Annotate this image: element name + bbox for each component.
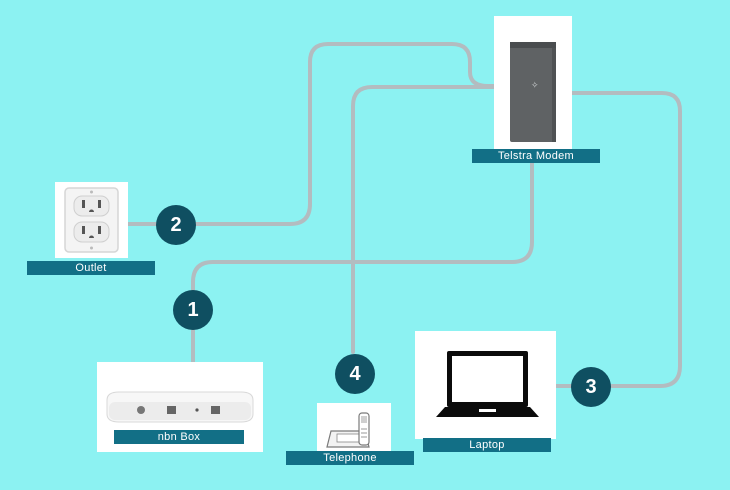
laptop-label: Laptop bbox=[423, 438, 551, 452]
nbn-box-icon bbox=[106, 391, 254, 423]
outlet-label: Outlet bbox=[27, 261, 155, 275]
laptop-icon bbox=[436, 351, 539, 417]
step-badge-1: 1 bbox=[173, 290, 213, 330]
telephone-icon bbox=[326, 412, 370, 448]
phone-cable bbox=[351, 85, 499, 354]
power-cable bbox=[194, 42, 499, 226]
modem-card: ✧ bbox=[494, 16, 572, 149]
laptop-card bbox=[415, 331, 556, 439]
nbn-box-label: nbn Box bbox=[114, 430, 244, 444]
svg-text:✧: ✧ bbox=[531, 80, 539, 90]
telephone-card bbox=[317, 403, 391, 451]
step-badge-4: 4 bbox=[335, 354, 375, 394]
step-badge-2: 2 bbox=[156, 205, 196, 245]
modem-icon: ✧ bbox=[510, 42, 556, 142]
modem-label: Telstra Modem bbox=[472, 149, 600, 163]
nbn-cable-upper bbox=[191, 160, 534, 292]
telephone-label: Telephone bbox=[286, 451, 414, 465]
power-outlet-icon bbox=[64, 187, 119, 253]
step-badge-3: 3 bbox=[571, 367, 611, 407]
outlet-card bbox=[55, 182, 128, 258]
laptop-cable bbox=[570, 91, 682, 388]
